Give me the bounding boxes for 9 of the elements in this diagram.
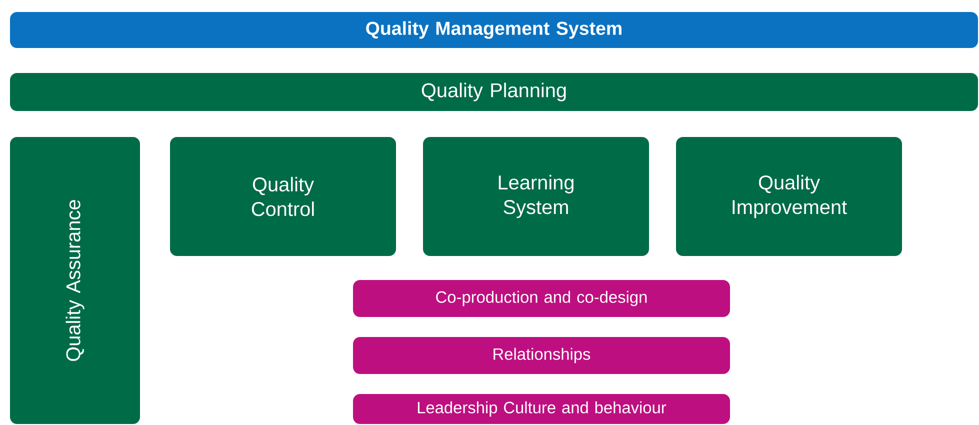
assurance-pillar: Quality Assurance <box>10 137 140 424</box>
enabler-bar: Co-production and co-design <box>353 280 730 317</box>
planning-band: Quality Planning <box>10 73 978 111</box>
process-box: Learning System <box>423 137 649 256</box>
enabler-bar: Leadership Culture and behaviour <box>353 394 730 424</box>
title-bar: Quality Management System <box>10 12 978 48</box>
process-box: Quality Improvement <box>676 137 902 256</box>
enabler-bar: Relationships <box>353 337 730 374</box>
process-box: Quality Control <box>170 137 396 256</box>
